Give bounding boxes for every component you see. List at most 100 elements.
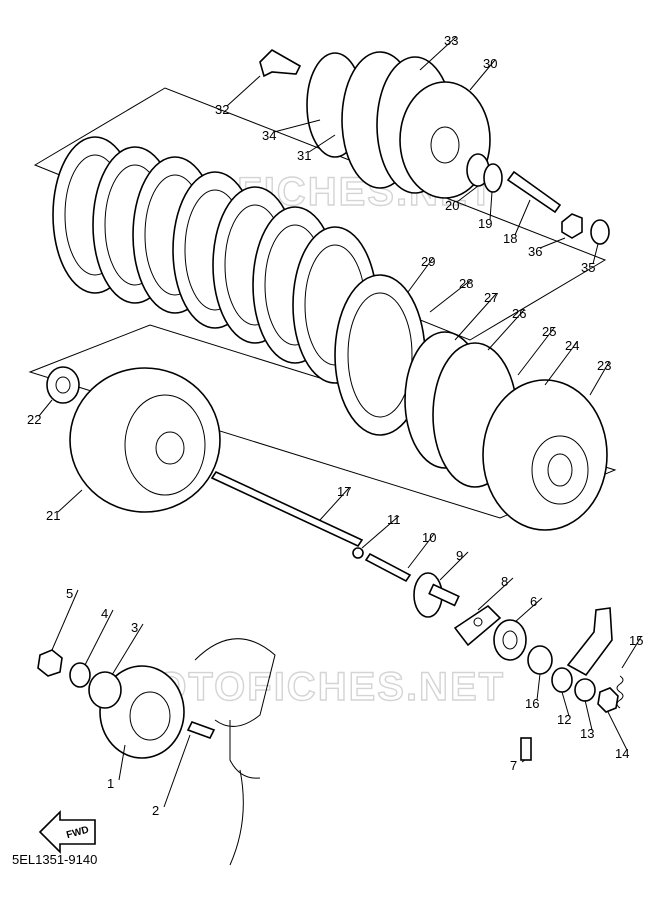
leader-line-23	[589, 361, 610, 396]
callout-4: 4	[101, 606, 108, 621]
callout-22: 22	[27, 412, 41, 427]
callout-9: 9	[456, 548, 463, 563]
leader-line-33	[419, 36, 457, 71]
leader-line-29	[407, 257, 434, 293]
callout-11: 11	[387, 512, 401, 527]
leader-line-16	[536, 673, 541, 701]
leader-line-31	[308, 134, 336, 153]
callout-17: 17	[337, 484, 351, 499]
callout-7: 7	[510, 758, 517, 773]
callout-26: 26	[512, 306, 526, 321]
callout-24: 24	[565, 338, 579, 353]
washer-13	[574, 678, 596, 702]
washer-12	[551, 667, 573, 693]
clutch-boss-bore	[547, 453, 573, 487]
leader-line-5	[51, 589, 79, 651]
leader-line-24	[544, 341, 578, 386]
callout-10: 10	[422, 530, 436, 545]
callout-16: 16	[525, 696, 539, 711]
leader-line-36	[539, 237, 566, 249]
callout-23: 23	[597, 358, 611, 373]
leader-line-27	[454, 293, 497, 341]
push-rod-17	[210, 470, 364, 548]
leader-line-15	[621, 636, 642, 669]
callout-6: 6	[530, 594, 537, 609]
clutch-housing-21	[69, 367, 221, 513]
callout-21: 21	[46, 508, 60, 523]
ball-11	[352, 547, 364, 559]
callout-15: 15	[629, 633, 643, 648]
leader-line-22	[38, 399, 53, 417]
leader-line-3	[111, 623, 144, 676]
leader-line-26	[487, 309, 525, 351]
leader-line-32	[226, 75, 261, 107]
callout-28: 28	[459, 276, 473, 291]
callout-2: 2	[152, 803, 159, 818]
leader-line-19	[489, 191, 493, 221]
callout-3: 3	[131, 620, 138, 635]
leader-line-12	[561, 691, 570, 717]
callout-25: 25	[542, 324, 556, 339]
leader-line-10	[407, 533, 435, 569]
clutch-housing-bore	[155, 431, 185, 465]
bolt-32	[259, 49, 302, 78]
leader-line-28	[429, 279, 472, 313]
callout-30: 30	[483, 56, 497, 71]
key-2	[186, 721, 216, 739]
leader-line-2	[163, 734, 191, 808]
leader-line-7	[521, 759, 526, 763]
thrust-washer-22	[46, 366, 80, 404]
lock-washer-35	[590, 219, 610, 245]
callout-12: 12	[557, 712, 571, 727]
leader-line-30	[469, 59, 496, 91]
callout-8: 8	[501, 574, 508, 589]
dowel-pin-7	[520, 737, 532, 761]
leader-line-6	[514, 597, 543, 623]
callout-14: 14	[615, 746, 629, 761]
bearing-19	[483, 163, 503, 193]
lower-plate-box	[28, 324, 617, 519]
callout-20: 20	[445, 198, 459, 213]
clutch-boss-hub	[531, 435, 589, 505]
leader-line-13	[584, 699, 593, 731]
fwd-direction-arrow: FWD	[38, 810, 96, 854]
leader-line-20	[456, 185, 479, 203]
callout-5: 5	[66, 586, 73, 601]
callout-34: 34	[262, 128, 276, 143]
push-lever-15	[566, 607, 613, 677]
callout-layer: 1234567891011121314151617181920212223242…	[27, 33, 643, 818]
leader-line-14	[607, 711, 628, 751]
callout-19: 19	[478, 216, 492, 231]
clutch-housing-inner	[124, 394, 206, 496]
callout-29: 29	[421, 254, 435, 269]
nut-36	[561, 213, 583, 239]
nut-5	[37, 649, 63, 677]
callout-32: 32	[215, 102, 229, 117]
callout-27: 27	[484, 290, 498, 305]
leader-line-34	[273, 119, 321, 133]
nut-14	[597, 687, 619, 713]
clutch-boss-23	[482, 379, 608, 531]
callout-35: 35	[581, 260, 595, 275]
bearing-16	[527, 645, 553, 675]
leader-line-25	[517, 327, 555, 376]
leader-line-18	[514, 199, 531, 236]
leader-line-8	[477, 577, 514, 611]
callout-31: 31	[297, 148, 311, 163]
push-rod-18	[506, 170, 562, 214]
leader-line-1	[118, 744, 126, 781]
crankshaft-outline	[194, 638, 276, 866]
leader-line-11	[361, 515, 400, 549]
leader-line-17	[319, 487, 350, 521]
washer-4	[69, 662, 91, 688]
drawing-code: 5EL1351-9140	[12, 852, 98, 867]
leader-line-4	[84, 609, 114, 666]
spring-15	[616, 675, 624, 709]
oil-seal-6	[493, 619, 527, 661]
callout-1: 1	[107, 776, 114, 791]
washer-3	[88, 671, 122, 709]
leader-line-21	[57, 489, 83, 513]
callout-36: 36	[528, 244, 542, 259]
